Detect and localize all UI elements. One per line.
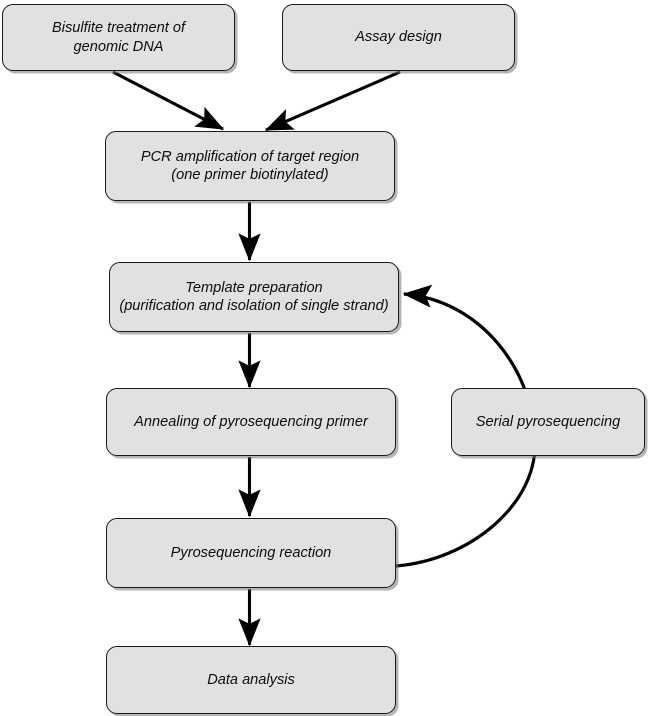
node-label: Annealing of pyrosequencing primer: [134, 413, 368, 430]
node-label: Serial pyrosequencing: [475, 413, 621, 430]
node-label: Assay design: [355, 29, 442, 46]
node-label: PCR amplification of target region (one …: [140, 148, 360, 184]
node-label: Data analysis: [207, 671, 295, 688]
node-serial-pyrosequencing[interactable]: Serial pyrosequencing: [451, 388, 645, 456]
edge-bisulfite-to-pcr: [112, 70, 225, 131]
node-label: Bisulfite treatment of genomic DNA: [51, 20, 186, 55]
edge-assay-to-pcr: [264, 70, 401, 132]
node-label: Template preparation (purification and i…: [119, 279, 389, 315]
node-annealing-of-primer[interactable]: Annealing of pyrosequencing primer: [106, 388, 396, 456]
node-pcr-amplification[interactable]: PCR amplification of target region (one …: [105, 131, 395, 201]
node-assay-design[interactable]: Assay design: [282, 4, 515, 71]
node-data-analysis[interactable]: Data analysis: [106, 646, 396, 714]
node-template-preparation[interactable]: Template preparation (purification and i…: [109, 262, 399, 332]
node-label: Pyrosequencing reaction: [170, 544, 332, 561]
node-pyrosequencing-reaction[interactable]: Pyrosequencing reaction: [106, 518, 396, 588]
node-bisulfite-treatment[interactable]: Bisulfite treatment of genomic DNA: [2, 4, 235, 71]
